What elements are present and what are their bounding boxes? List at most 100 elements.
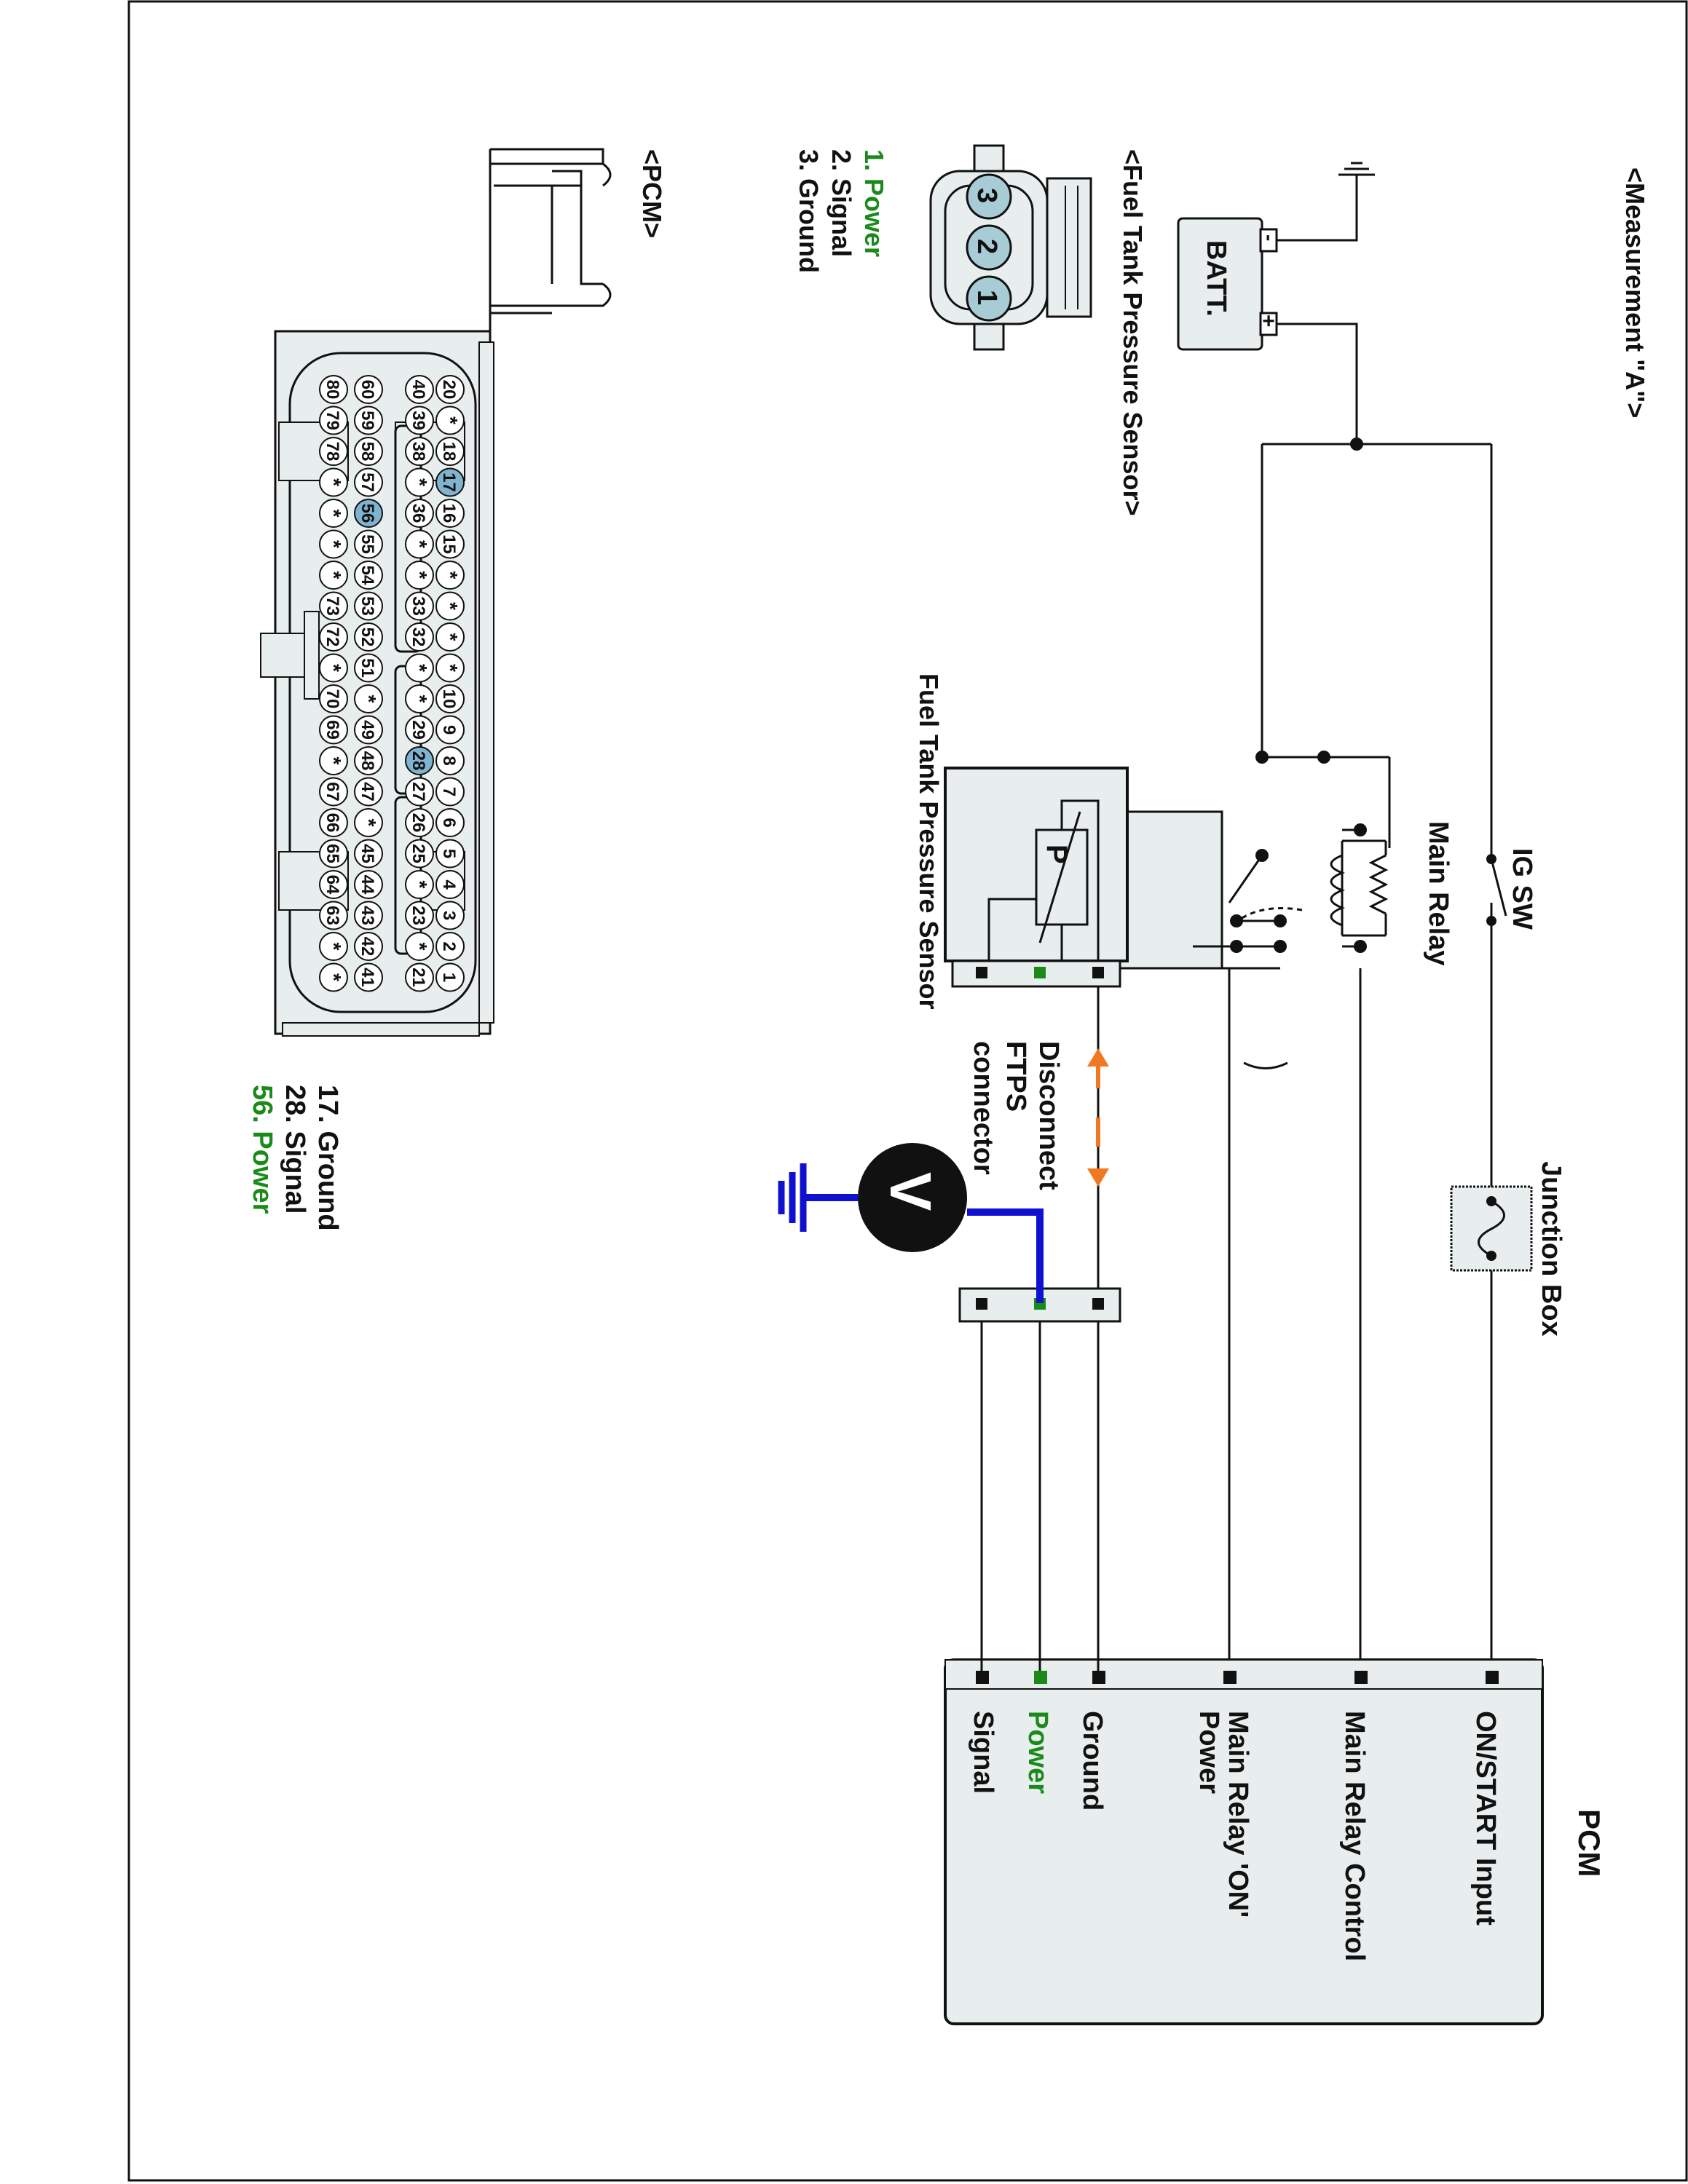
pcm-pin-power-line2: Power — [1194, 1711, 1224, 1794]
pcm-pin-label: * — [409, 478, 431, 486]
pcm-pin-label: 70 — [323, 689, 342, 709]
pcm-connector-title: <PCM> — [637, 149, 667, 238]
pcm-pin-on-start: ON/START Input — [1470, 1711, 1501, 1926]
pcm-pin — [405, 622, 434, 652]
pcm-pin-ground: Ground — [1077, 1711, 1108, 1811]
pcm-pin-label: 39 — [409, 411, 428, 430]
pcm-pin-label: 42 — [358, 937, 377, 957]
ftps-connector: 3 2 1 — [929, 144, 1092, 351]
pcm-pin — [319, 499, 348, 528]
ftps-pin-2: 2 — [971, 239, 1002, 254]
ftps-connector-title: <Fuel Tank Pressure Sensor> — [1118, 149, 1148, 516]
pcm-pin — [405, 962, 434, 992]
pcm-pin — [354, 405, 383, 435]
pcm-pin — [354, 839, 383, 869]
pcm-pin-label: 55 — [358, 534, 377, 554]
voltmeter: V — [858, 1143, 967, 1252]
pcm-pin-label: * — [323, 943, 345, 951]
pcm-pin-label: 28 — [409, 751, 428, 771]
pcm-pin — [405, 467, 434, 497]
pcm-pin-label: * — [323, 973, 345, 981]
pcm-pin-label: 27 — [409, 782, 428, 802]
pcm-pin-label: * — [323, 510, 345, 518]
pcm-label: PCM — [1572, 1809, 1606, 1877]
pcm-pin — [319, 962, 348, 992]
pcm-pin-label: 59 — [358, 411, 377, 430]
pcm-pin-label: * — [409, 571, 431, 579]
pcm-pin — [354, 622, 383, 652]
pcm-pin — [354, 808, 383, 837]
pcm-pin — [354, 746, 383, 775]
pcm-pin — [405, 437, 434, 466]
measurement-title: <Measurement "A"> — [1620, 167, 1650, 418]
battery: BATT. - + — [1177, 217, 1281, 351]
pcm-pin — [319, 375, 348, 404]
ftps-pin-1: 1 — [971, 290, 1002, 305]
pcm-pin — [354, 375, 383, 404]
pcm-pin — [319, 561, 348, 590]
pcm-pin — [435, 529, 465, 559]
pcm-pin — [319, 684, 348, 713]
ftps-sensor-block: P Fuel Tank Pressure Sensor — [914, 673, 1129, 1010]
pcm-pin-label: * — [409, 943, 431, 951]
pcm-pin-label: 3 — [439, 911, 459, 920]
pcm-pin-label: 1 — [439, 973, 459, 982]
pcm-pin-label: * — [323, 664, 345, 672]
pcm-pin-label: * — [409, 540, 431, 548]
pcm-pin — [319, 715, 348, 745]
pcm-legend-power: 56. Power — [247, 1085, 277, 1214]
pcm-pin-label: 69 — [323, 720, 342, 740]
pcm-pin — [435, 777, 465, 807]
pcm-legend-signal: 28. Signal — [280, 1085, 310, 1214]
pcm-pin — [319, 467, 348, 497]
pcm-pin — [405, 932, 434, 961]
pcm-pin-label: 44 — [358, 875, 377, 895]
pcm-pin-label: 41 — [358, 968, 377, 987]
pcm-pin — [435, 405, 465, 435]
pcm-pin-label: 32 — [409, 628, 428, 647]
pcm-pin — [405, 529, 434, 559]
pcm-pin-label: * — [323, 478, 345, 486]
disconnect-line2: FTPS — [1001, 1041, 1031, 1112]
pcm-pin-label: 9 — [439, 725, 459, 735]
pcm-pin-label: 5 — [439, 849, 459, 858]
pcm-pin-label: 17 — [439, 472, 459, 492]
pcm-pin-label: 15 — [439, 534, 459, 554]
pcm-pin — [405, 499, 434, 528]
pcm-pin — [405, 684, 434, 713]
pcm-pin — [405, 591, 434, 621]
pcm-pin — [319, 437, 348, 466]
disconnect-line1: Disconnect — [1033, 1041, 1064, 1190]
pcm-pin — [354, 901, 383, 930]
pcm-pin-label: 45 — [358, 844, 377, 863]
pcm-pin-label: 53 — [358, 596, 377, 616]
pcm-pin-label: 67 — [323, 782, 342, 802]
probe-ground-icon — [778, 1163, 807, 1232]
pcm-pin-label: 8 — [439, 756, 459, 765]
pcm-pin — [319, 405, 348, 435]
pcm-pin-label: 40 — [409, 380, 428, 400]
battery-plus: + — [1256, 314, 1280, 328]
pcm-pin — [319, 622, 348, 652]
pcm-pin — [405, 839, 434, 869]
pcm-pin-label: 54 — [358, 566, 377, 585]
pcm-pin-power: Power — [1022, 1711, 1053, 1794]
pcm-pin — [405, 777, 434, 807]
ig-switch: IG SW — [1486, 848, 1537, 930]
pcm-pin — [354, 591, 383, 621]
pcm-pin — [319, 746, 348, 775]
pcm-pin — [405, 808, 434, 837]
pcm-pin — [319, 653, 348, 683]
page-frame — [127, 0, 1688, 2182]
pcm-pin-label: 29 — [409, 720, 428, 740]
pcm-pin — [435, 437, 465, 466]
battery-ground-icon — [1338, 162, 1375, 176]
pcm-pin — [435, 561, 465, 590]
pcm-pin — [435, 499, 465, 528]
rotated-content: <Measurement "A"> BATT. - + — [247, 144, 1650, 2025]
pcm-pin-label: 20 — [439, 380, 459, 400]
pcm-pin-label: * — [358, 695, 380, 703]
pcm-pin — [319, 808, 348, 837]
pcm-pin-label: * — [439, 664, 462, 672]
